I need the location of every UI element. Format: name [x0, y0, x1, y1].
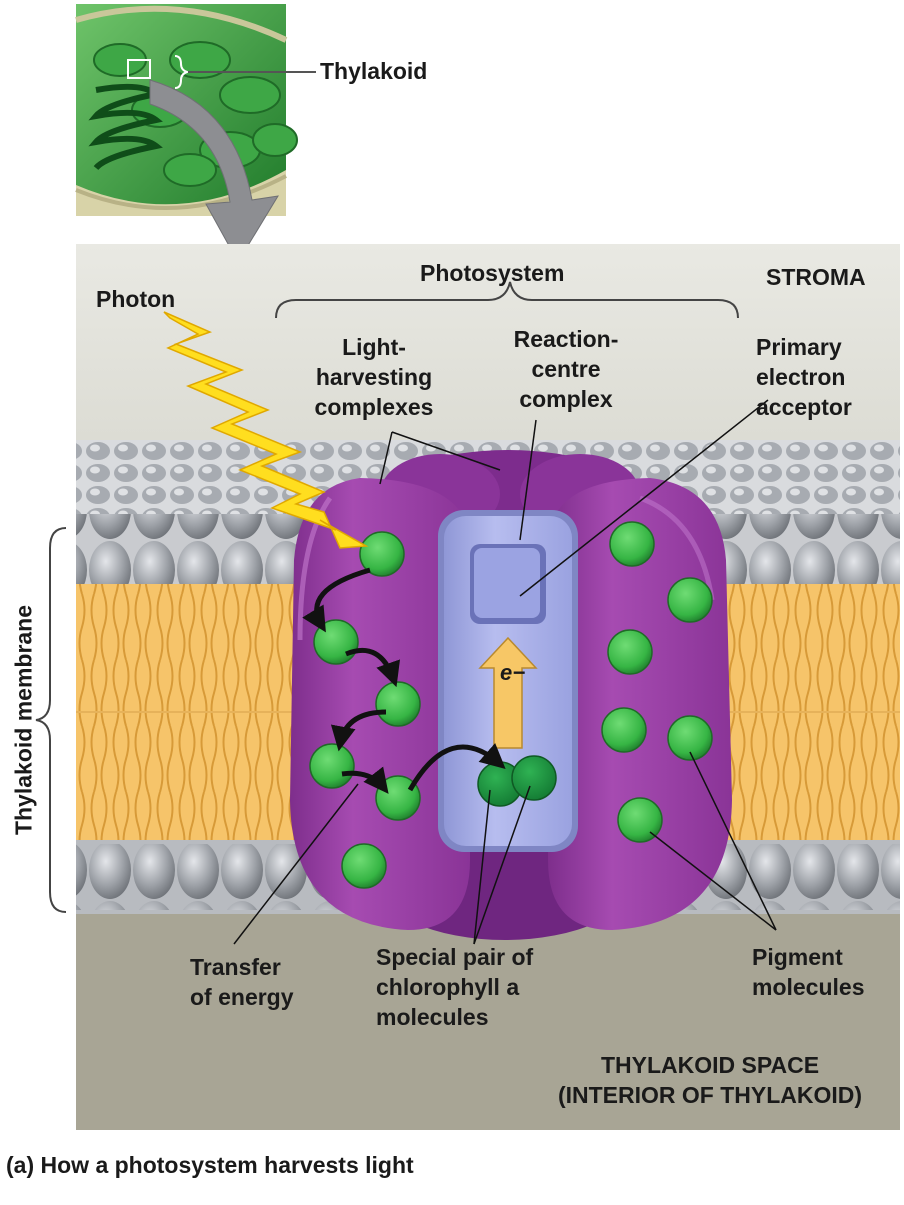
primary-acceptor-label: Primary electron acceptor: [756, 334, 852, 420]
photosystem-label: Photosystem: [420, 260, 565, 286]
pigment-molecule: [375, 681, 421, 727]
stroma-region: [76, 244, 900, 440]
electron-label: e−: [500, 660, 526, 685]
stroma-label: STROMA: [766, 264, 866, 290]
electron-arrow: [478, 636, 538, 749]
pigment-molecule: [667, 715, 713, 761]
reaction-centre-label: Reaction- centre complex: [513, 326, 619, 412]
pigment-molecule: [341, 843, 387, 889]
photon-label: Photon: [96, 286, 176, 312]
membrane-brace: [35, 527, 67, 913]
thylakoid-label: Thylakoid: [320, 58, 428, 84]
thylakoid-membrane-label: Thylakoid membrane: [10, 604, 37, 836]
zoom-arrow: [149, 79, 279, 263]
pigment-molecule: [359, 531, 405, 577]
leader-lines: [233, 399, 777, 945]
photosystem-bracket: [275, 281, 739, 319]
light-harvesting-label: Light- harvesting complexes: [314, 334, 434, 420]
pigment-molecules: [309, 521, 713, 889]
transfer-energy-label: Transfer of energy: [190, 954, 294, 1010]
pigment-molecule: [309, 743, 355, 789]
pigment-label: Pigment molecules: [752, 944, 865, 1000]
pigment-molecule: [667, 577, 713, 623]
pigment-molecule: [607, 629, 653, 675]
energy-transfer-arrows: [302, 567, 506, 794]
pigment-molecule: [609, 521, 655, 567]
photon-zigzag: [163, 311, 369, 549]
thylakoid-space-region: [76, 912, 900, 1130]
special-pair-label: Special pair of chlorophyll a molecules: [376, 944, 534, 1030]
pigment-molecule: [617, 797, 663, 843]
thylakoid-space-label: THYLAKOID SPACE (INTERIOR OF THYLAKOID): [557, 1052, 863, 1108]
pigment-molecule: [601, 707, 647, 753]
figure-caption: (a) How a photosystem harvests light: [6, 1152, 414, 1178]
